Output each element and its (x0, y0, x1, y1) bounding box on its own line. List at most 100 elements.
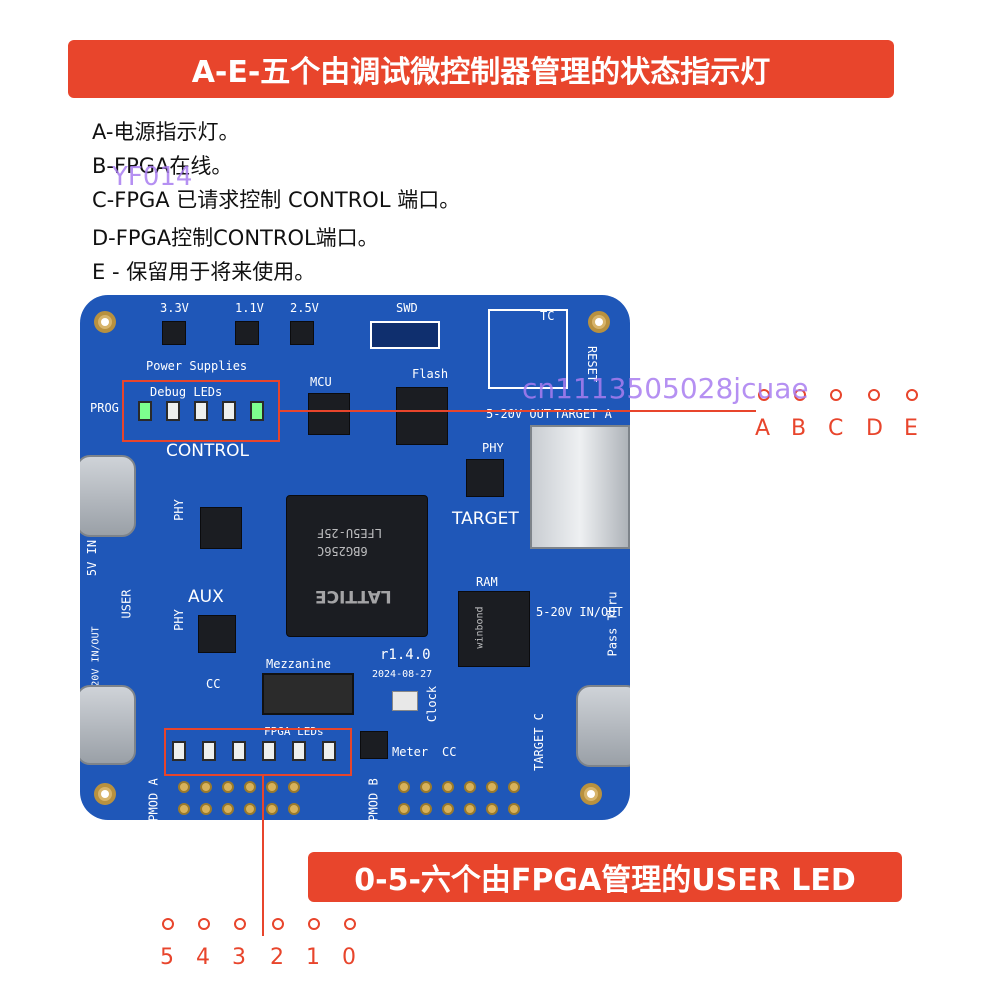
regulator-chip (162, 321, 186, 345)
label-2: 2 (270, 945, 284, 970)
fpga-led-1 (292, 741, 306, 761)
pmod-pin (508, 781, 520, 793)
pmod-pin (178, 803, 190, 815)
silk-in-out-right: 5-20V IN/OUT (536, 605, 623, 619)
label-a: A (755, 416, 771, 441)
callout-circle-a (758, 389, 770, 401)
mount-hole-bl (94, 783, 116, 805)
swd-header (370, 321, 440, 349)
silk-mcu: MCU (310, 375, 332, 389)
pmod-pin (398, 803, 410, 815)
watermark-yf014: YF014 (112, 162, 193, 192)
pmod-pin (508, 803, 520, 815)
callout-circle-d (868, 389, 880, 401)
silk-target-c: TARGET C (531, 713, 546, 771)
desc-b: B-FPGA在线。 (92, 154, 233, 178)
pmod-pin (266, 803, 278, 815)
label-c: C (828, 416, 844, 441)
fpga-led-highlight-box (164, 728, 352, 776)
meter-chip (360, 731, 388, 759)
callout-circle-c (830, 389, 842, 401)
callout-circle-0 (344, 918, 356, 930)
label-e: E (904, 416, 918, 441)
silk-3v3: 3.3V (160, 301, 189, 315)
pmod-pin (420, 781, 432, 793)
desc-e: E - 保留用于将来使用。 (92, 260, 316, 284)
silk-phy-3: PHY (482, 441, 504, 455)
usb-c-target-c-port (576, 685, 630, 767)
silk-2v5: 2.5V (290, 301, 319, 315)
usb-c-control-port (80, 455, 136, 537)
silk-phy-2: PHY (171, 609, 186, 631)
desc-c: C-FPGA 已请求控制 CONTROL 端口。 (92, 188, 461, 212)
mount-hole-tr (588, 311, 610, 333)
usb-a-target-port (530, 425, 630, 549)
callout-circle-e (906, 389, 918, 401)
silk-clock: Clock (425, 685, 440, 723)
tc-pad (488, 309, 568, 389)
debug-led-b (166, 401, 180, 421)
clock-crystal (392, 691, 418, 711)
silk-aux: AUX (188, 587, 224, 607)
silk-mezzanine: Mezzanine (266, 657, 332, 671)
pmod-pin (178, 781, 190, 793)
label-b: B (791, 416, 807, 441)
silk-debug-leds: Debug LEDs (150, 385, 223, 399)
silk-meter: Meter (392, 745, 429, 759)
silk-user: USER (119, 589, 134, 619)
pcb-board-image: 3.3V 1.1V 2.5V Power Supplies SWD TC MCU… (80, 295, 630, 820)
callout-circle-5 (162, 918, 174, 930)
fpga-led-4 (202, 741, 216, 761)
fpga-led-0 (322, 741, 336, 761)
pmod-pin (222, 803, 234, 815)
silk-date: 2024-08-27 (372, 669, 433, 680)
fpga-led-callout-line (262, 776, 264, 936)
phy-chip (200, 507, 242, 549)
callout-circle-1 (308, 918, 320, 930)
fpga-led-2 (262, 741, 276, 761)
pmod-pin (266, 781, 278, 793)
silk-pmod-a: PMOD A (146, 778, 161, 820)
silk-phy-1: PHY (171, 499, 186, 521)
pmod-pin (442, 803, 454, 815)
pmod-pin (288, 803, 300, 815)
bottom-banner-title: 0-5-六个由FPGA管理的USER LED (308, 852, 902, 902)
pmod-pin (420, 803, 432, 815)
silk-cc-1: CC (206, 677, 221, 691)
debug-led-a (138, 401, 152, 421)
silk-flash: Flash (412, 367, 449, 381)
callout-circle-2 (272, 918, 284, 930)
silk-ram: RAM (476, 575, 498, 589)
debug-led-c (194, 401, 208, 421)
label-4: 4 (196, 945, 210, 970)
lattice-logo: LATTICE (315, 586, 392, 606)
debug-led-d (222, 401, 236, 421)
silk-power-supplies: Power Supplies (146, 359, 248, 373)
mezzanine-connector (262, 673, 354, 715)
pmod-pin (200, 803, 212, 815)
pmod-pin (464, 803, 476, 815)
flash-chip (396, 387, 448, 445)
fpga-led-3 (232, 741, 246, 761)
mcu-chip (308, 393, 350, 435)
fpga-chip: LFE5U-25F 6BG256C LATTICE (286, 495, 428, 637)
mount-hole-br (580, 783, 602, 805)
silk-control: CONTROL (166, 441, 250, 461)
silk-cc-2: CC (442, 745, 457, 759)
pmod-pin (486, 803, 498, 815)
callout-circle-b (794, 389, 806, 401)
silk-swd: SWD (396, 301, 418, 315)
fpga-marking: LFE5U-25F (317, 526, 383, 540)
desc-d: D-FPGA控制CONTROL端口。 (92, 226, 379, 250)
phy-chip (466, 459, 504, 497)
label-0: 0 (342, 945, 356, 970)
debug-led-callout-line (280, 410, 756, 412)
mount-hole-tl (94, 311, 116, 333)
ram-chip: winbond (458, 591, 530, 667)
silk-pass-thru: Pass Thru (605, 591, 620, 657)
top-banner-title: A-E-五个由调试微控制器管理的状态指示灯 (68, 40, 894, 98)
pmod-pin (288, 781, 300, 793)
silk-target: TARGET (452, 509, 519, 529)
callout-circle-4 (198, 918, 210, 930)
pmod-pin (244, 781, 256, 793)
